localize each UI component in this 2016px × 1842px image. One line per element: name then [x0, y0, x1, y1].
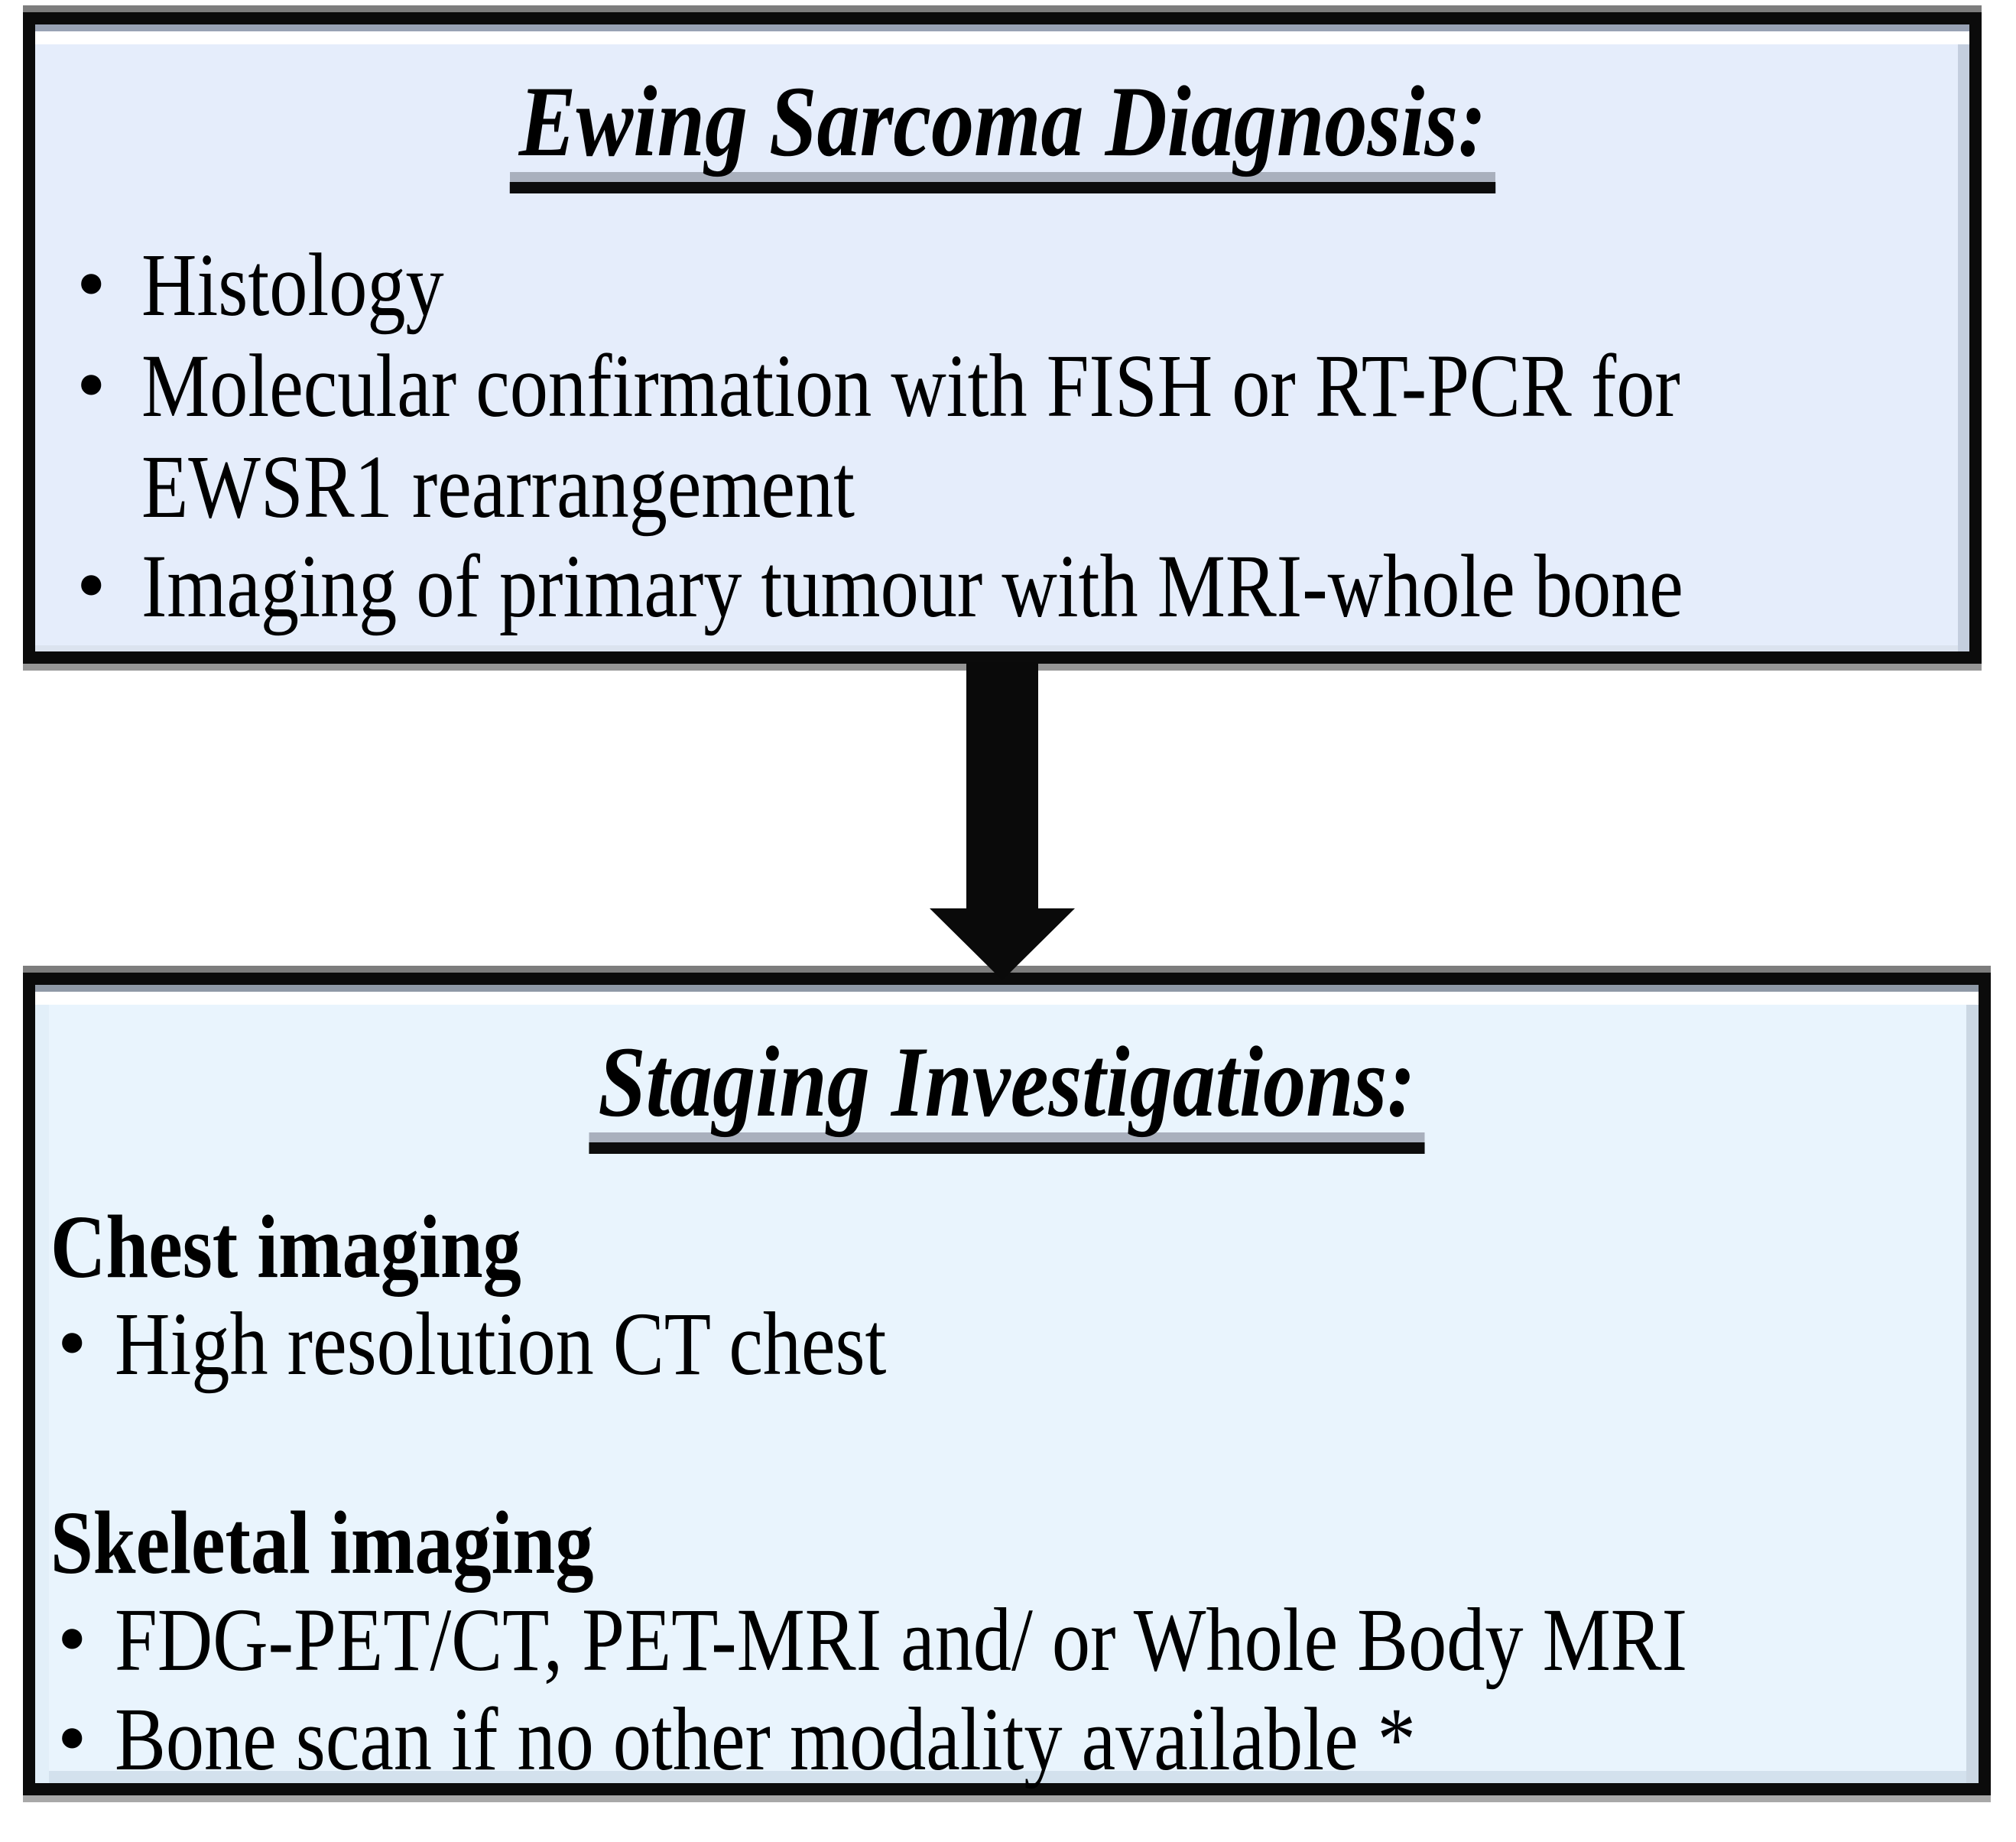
list-item: • Imaging of primary tumour with MRI-who…: [35, 537, 1969, 638]
list-item: • Bone scan if no other modality availab…: [35, 1691, 1979, 1790]
bullet-icon: •: [76, 538, 106, 632]
diagnosis-bullet-list: • Histology • Molecular confirmation wit…: [35, 236, 1969, 638]
section-heading: Chest imaging: [35, 1198, 1979, 1295]
diagnosis-title-wrap: Ewing Sarcoma Diagnosis:: [35, 24, 1969, 193]
bullet-cell: •: [76, 537, 141, 638]
staging-title-wrap: Staging Investigations:: [35, 985, 1979, 1154]
staging-box: Staging Investigations: Chest imaging • …: [23, 973, 1991, 1795]
bullet-icon: •: [57, 1296, 87, 1389]
list-item-text: Bone scan if no other modality available…: [115, 1689, 1416, 1789]
bullet-cell: •: [76, 236, 141, 336]
list-item: • FDG-PET/CT, PET-MRI and/ or Whole Body…: [35, 1591, 1979, 1691]
bullet-icon: •: [76, 338, 106, 431]
list-item-continuation: EWSR1 rearrangement: [35, 437, 1969, 537]
bullet-cell: •: [57, 1295, 115, 1395]
bullet-cell: •: [57, 1691, 115, 1790]
section-chest-imaging: Chest imaging • High resolution CT chest: [35, 1198, 1979, 1395]
bullet-cell: •: [76, 336, 141, 437]
diagnosis-box: Ewing Sarcoma Diagnosis: • Histology • M…: [23, 12, 1982, 664]
bullet-icon: •: [76, 237, 106, 330]
list-item-text: Imaging of primary tumour with MRI-whole…: [141, 536, 1683, 636]
list-item-text: FDG-PET/CT, PET-MRI and/ or Whole Body M…: [115, 1590, 1688, 1690]
diagnosis-title: Ewing Sarcoma Diagnosis:: [509, 64, 1495, 193]
section-heading-text: Chest imaging: [50, 1197, 521, 1297]
bullet-icon: •: [57, 1592, 87, 1685]
section-heading-text: Skeletal imaging: [50, 1493, 594, 1593]
staging-title: Staging Investigations:: [589, 1025, 1425, 1154]
flow-down-arrow-icon: [930, 662, 1075, 980]
list-item: • Molecular confirmation with FISH or RT…: [35, 336, 1969, 437]
bullet-cell: •: [57, 1591, 115, 1691]
list-item-text: EWSR1 rearrangement: [141, 437, 855, 537]
list-item-text: Molecular confirmation with FISH or RT-P…: [141, 336, 1680, 436]
section-skeletal-imaging: Skeletal imaging • FDG-PET/CT, PET-MRI a…: [35, 1494, 1979, 1790]
list-item: • Histology: [35, 236, 1969, 336]
staging-content: Chest imaging • High resolution CT chest…: [35, 1198, 1979, 1790]
list-item-text: Histology: [141, 235, 444, 335]
list-item-text: High resolution CT chest: [115, 1294, 887, 1394]
list-item: • High resolution CT chest: [35, 1295, 1979, 1395]
bullet-icon: •: [57, 1691, 87, 1785]
section-heading: Skeletal imaging: [35, 1494, 1979, 1591]
